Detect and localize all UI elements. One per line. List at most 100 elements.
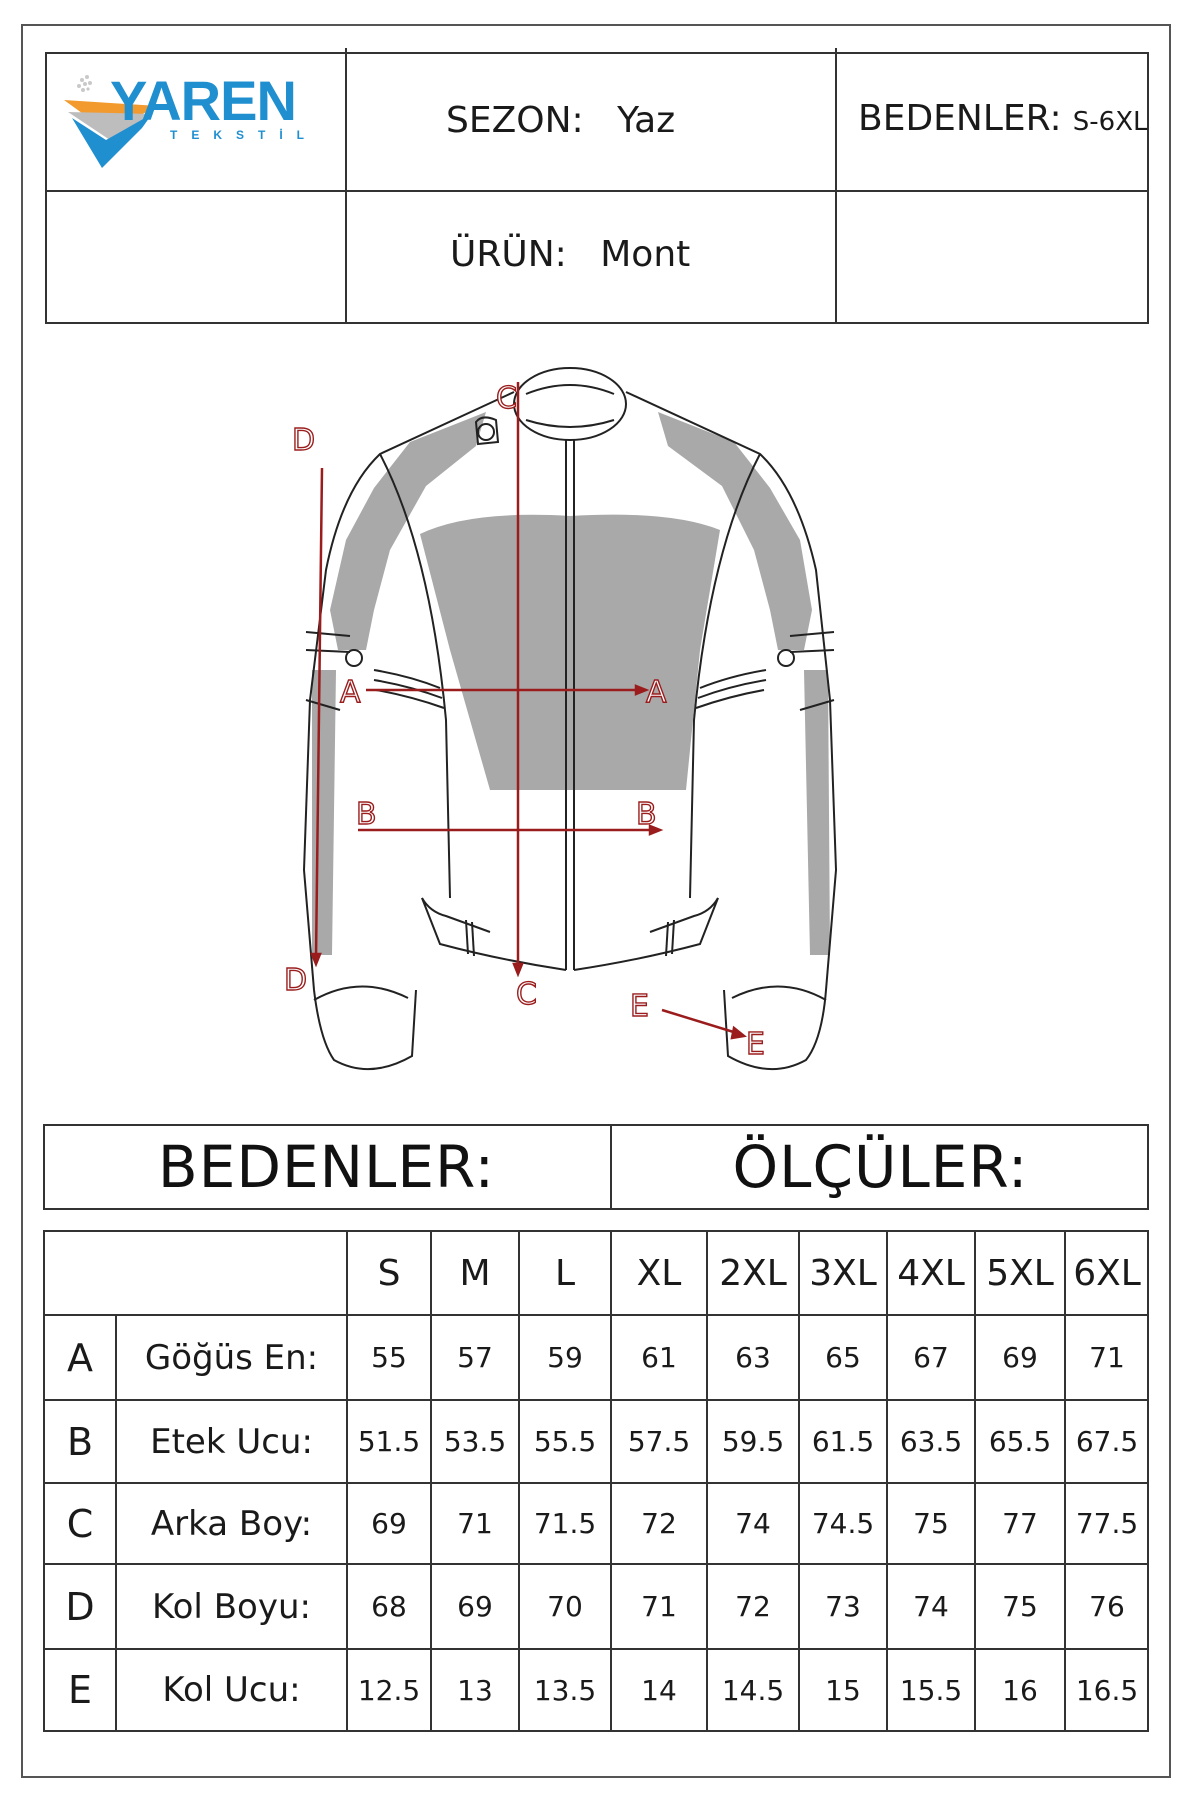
product-label: ÜRÜN: xyxy=(450,234,567,275)
table-cell: 73 xyxy=(825,1590,861,1623)
jacket-sketch-icon: D C A A B B D C E E xyxy=(283,367,838,1070)
table-cell: 71.5 xyxy=(533,1507,597,1540)
table-cell: 61 xyxy=(641,1341,677,1374)
info-table-divider xyxy=(345,48,347,324)
row-label: Arka Boy: xyxy=(150,1503,313,1544)
table-cell: 74.5 xyxy=(811,1507,875,1540)
size-header: 5XL xyxy=(986,1252,1054,1294)
row-letter: D xyxy=(65,1584,95,1629)
marker-d-bottom: D xyxy=(284,963,307,998)
table-cell: 55.5 xyxy=(533,1425,597,1458)
row-letter: E xyxy=(67,1668,92,1712)
product-value: Mont xyxy=(600,234,691,275)
table-grid-line xyxy=(974,1230,976,1732)
table-cell: 68 xyxy=(371,1590,407,1623)
table-grid-line xyxy=(43,1399,1149,1401)
table-cell: 14 xyxy=(641,1673,677,1707)
sizes-field: BEDENLER: S-6XL xyxy=(858,98,1148,139)
page-frame xyxy=(21,24,1171,1778)
table-grid-line xyxy=(43,1482,1149,1484)
section-header xyxy=(43,1124,1149,1210)
size-header: XL xyxy=(636,1252,682,1294)
table-cell: 59.5 xyxy=(721,1425,785,1458)
size-header: S xyxy=(377,1252,401,1294)
section-title-sizes: BEDENLER: xyxy=(157,1133,496,1201)
size-header: 3XL xyxy=(809,1252,877,1294)
table-grid-line xyxy=(43,1563,1149,1565)
marker-e-left: E xyxy=(630,989,649,1024)
table-cell: 55 xyxy=(371,1341,407,1374)
row-letter: C xyxy=(66,1501,94,1546)
table-cell: 53.5 xyxy=(443,1425,507,1458)
size-header: 2XL xyxy=(719,1252,787,1294)
table-grid-line xyxy=(430,1230,432,1732)
row-label: Etek Ucu: xyxy=(150,1421,313,1462)
info-table-divider xyxy=(45,190,1149,192)
logo-wordmark: YAREN xyxy=(110,69,297,132)
table-cell: 74 xyxy=(913,1590,949,1623)
table-cell: 63.5 xyxy=(899,1425,963,1458)
size-header: 4XL xyxy=(897,1252,965,1294)
table-cell: 74 xyxy=(735,1507,771,1540)
season-label: SEZON: xyxy=(446,100,584,141)
table-cell: 67 xyxy=(913,1341,949,1374)
table-cell: 15 xyxy=(825,1673,861,1707)
table-cell: 51.5 xyxy=(357,1425,421,1458)
table-cell: 14.5 xyxy=(721,1673,785,1707)
size-header: M xyxy=(459,1252,491,1294)
table-cell: 71 xyxy=(641,1590,677,1623)
table-grid-line xyxy=(43,1314,1149,1316)
marker-b-left: B xyxy=(356,797,377,832)
table-cell: 13.5 xyxy=(533,1673,597,1707)
marker-c-top: C xyxy=(496,381,517,416)
table-cell: 76 xyxy=(1089,1590,1125,1623)
season-value: Yaz xyxy=(617,100,676,141)
size-table xyxy=(43,1230,1149,1732)
row-letter: A xyxy=(67,1335,93,1380)
table-cell: 57 xyxy=(457,1341,493,1374)
table-cell: 69 xyxy=(1002,1341,1038,1374)
table-cell: 77 xyxy=(1002,1507,1038,1540)
info-table-divider xyxy=(835,48,837,324)
table-grid-line xyxy=(610,1230,612,1732)
table-cell: 69 xyxy=(371,1507,407,1540)
table-cell: 61.5 xyxy=(811,1425,875,1458)
marker-d-top: D xyxy=(292,423,315,458)
row-letter: B xyxy=(66,1419,94,1464)
marker-a-right: A xyxy=(646,675,667,710)
table-cell: 16.5 xyxy=(1075,1673,1139,1707)
jacket-diagram: D C A A B B D C E E xyxy=(270,350,890,1080)
size-header: 6XL xyxy=(1073,1252,1141,1294)
table-cell: 63 xyxy=(735,1341,771,1374)
table-cell: 75 xyxy=(1002,1590,1038,1623)
sizes-value: S-6XL xyxy=(1072,107,1148,137)
table-grid-line xyxy=(518,1230,520,1732)
marker-b-right: B xyxy=(636,797,657,832)
table-cell: 67.5 xyxy=(1075,1425,1139,1458)
table-cell: 15.5 xyxy=(899,1673,963,1707)
logo-check-icon xyxy=(64,75,158,168)
section-title-measurements: ÖLÇÜLER: xyxy=(732,1133,1029,1201)
table-grid-line xyxy=(886,1230,888,1732)
table-grid-line xyxy=(115,1314,117,1732)
season-field: SEZON: Yaz xyxy=(446,100,675,141)
table-cell: 75 xyxy=(913,1507,949,1540)
info-table xyxy=(45,52,1149,324)
sizes-label: BEDENLER: xyxy=(858,98,1062,139)
table-cell: 70 xyxy=(547,1590,583,1623)
table-cell: 57.5 xyxy=(627,1425,691,1458)
table-grid-line xyxy=(798,1230,800,1732)
marker-e-right: E xyxy=(746,1027,765,1062)
table-grid-line xyxy=(1064,1230,1066,1732)
table-cell: 59 xyxy=(547,1341,583,1374)
row-label: Göğüs En: xyxy=(144,1337,319,1378)
row-label: Kol Boyu: xyxy=(152,1586,311,1627)
size-header: L xyxy=(554,1252,576,1294)
brand-logo: YAREN TEKSTİL xyxy=(62,68,332,186)
table-cell: 65 xyxy=(825,1341,861,1374)
table-cell: 72 xyxy=(735,1590,771,1623)
table-cell: 69 xyxy=(457,1590,493,1623)
logo-subtitle: TEKSTİL xyxy=(170,128,318,142)
table-grid-line xyxy=(706,1230,708,1732)
table-grid-line xyxy=(346,1230,348,1732)
